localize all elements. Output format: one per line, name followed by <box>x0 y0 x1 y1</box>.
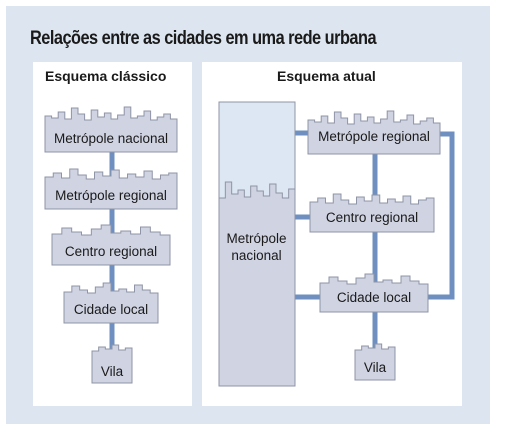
city-skyline <box>51 224 171 266</box>
national-metropolis-skyline <box>218 181 296 387</box>
national-metropolis-label: Metrópole nacional <box>226 231 287 263</box>
diagram-title: Relações entre as cidades em uma rede ur… <box>30 28 377 49</box>
city-skyline <box>319 273 429 313</box>
city-skyline <box>44 106 178 153</box>
city-skyline <box>307 110 441 155</box>
city-skyline <box>91 344 133 384</box>
city-skyline <box>309 193 435 233</box>
current-node-label: Cidade local <box>336 290 412 305</box>
current-node-label: Vila <box>363 360 387 375</box>
city-skyline <box>354 343 396 381</box>
city-skyline <box>44 168 178 210</box>
current-scheme-heading: Esquema atual <box>277 68 376 84</box>
current-node-label: Metrópole regional <box>318 129 430 144</box>
classic-node-label: Centro regional <box>64 244 158 259</box>
current-node-label: Centro regional <box>325 210 419 225</box>
classic-node-label: Cidade local <box>73 302 149 317</box>
classic-scheme-heading: Esquema clássico <box>45 68 167 84</box>
classic-node-label: Vila <box>100 364 124 379</box>
city-skyline <box>63 282 159 324</box>
classic-node-label: Metrópole regional <box>55 188 167 203</box>
classic-node-label: Metrópole nacional <box>53 131 169 146</box>
